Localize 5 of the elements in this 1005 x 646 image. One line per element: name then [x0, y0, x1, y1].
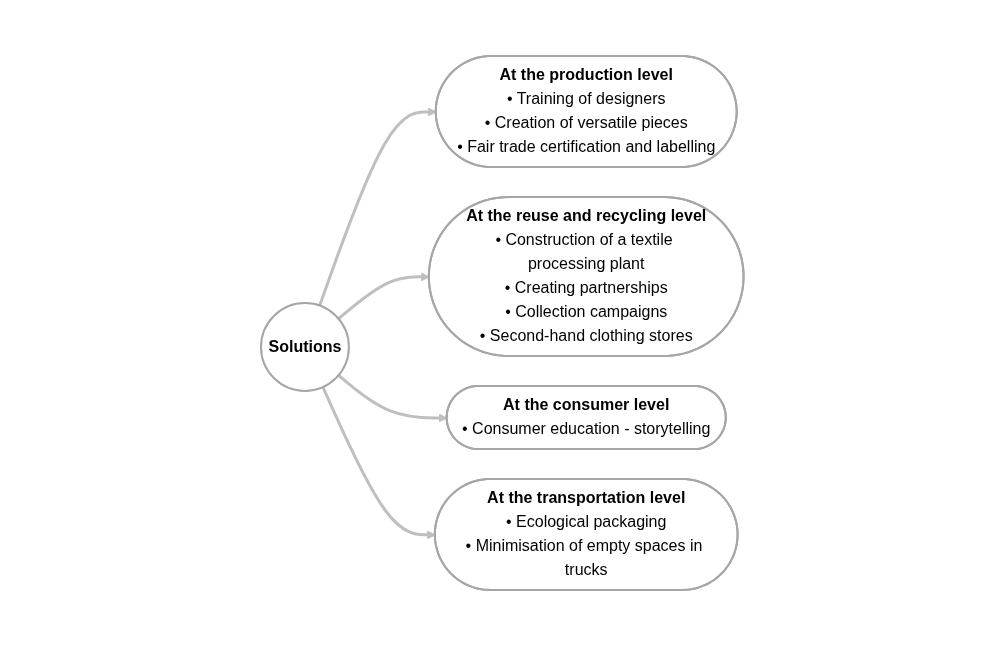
- arrow: [321, 386, 436, 540]
- node-circle: Solutions: [260, 302, 351, 392]
- arrow: [337, 272, 430, 320]
- arrow: [318, 107, 437, 307]
- arrow: [337, 374, 448, 423]
